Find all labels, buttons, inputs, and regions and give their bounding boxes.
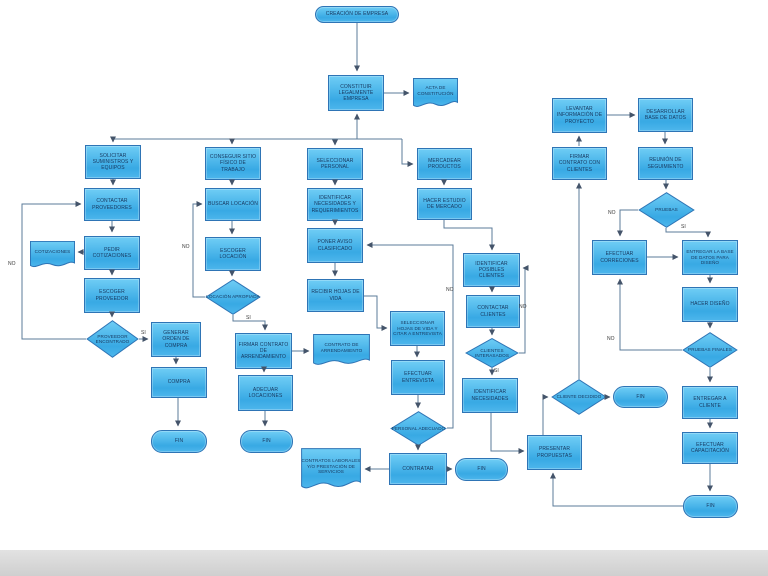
edge-label-no: NO — [8, 261, 16, 267]
node-mercadear-productos: MERCADEAR PRODUCTOS — [417, 148, 472, 180]
edge-label-no: NO — [519, 304, 527, 310]
edge-label-no: NO — [182, 244, 190, 250]
node-poner-aviso-clasificado: PONER AVISO CLASIFICADO — [307, 228, 363, 263]
diamond-shape-icon — [86, 320, 139, 358]
node-firmar-contrato-arrendamiento: FIRMAR CONTRATO DE ARRENDAMIENTO — [235, 333, 292, 369]
node-desarrollar-base-de-datos: DESARROLLAR BASE DE DATOS — [638, 98, 693, 132]
node-solicitar-suministros: SOLICITAR SUMINISTROS Y EQUIPOS — [85, 145, 141, 179]
edge-label-no: NO — [446, 287, 454, 293]
node-generar-orden-de-compra: GENERAR ORDEN DE COMPRA — [151, 322, 201, 357]
node-identificar-necesidades-requerimientos: IDENTIFICAR NECESIDADES Y REQUERIMIENTOS — [307, 188, 363, 221]
node-cliente-decidido: CLIENTE DECIDIDO — [551, 379, 607, 415]
edge-label-si: SI — [494, 368, 499, 374]
diamond-shape-icon — [682, 332, 738, 368]
node-label: COTIZACIONES — [34, 249, 71, 255]
node-clientes-interesados: CLIENTES INTERASADOS — [465, 338, 519, 368]
diamond-shape-icon — [465, 338, 519, 368]
node-fin-cliente: FIN — [613, 386, 668, 408]
node-constituir-legalmente-empresa: CONSTITUIR LEGALMENTE EMPRESA — [328, 75, 384, 111]
document-shape-icon — [301, 448, 361, 490]
node-label: PROVEEDOR ENCONTRADO — [95, 333, 130, 345]
node-contactar-proveedores: CONTACTAR PROVEEDORES — [84, 188, 140, 221]
node-label: ACTA DE CONSTITUCIÓN — [417, 85, 454, 96]
node-contratos-laborales-doc: CONTRATOS LABORALES Y/O PRESTACIÓN DE SE… — [301, 448, 361, 490]
node-fin-contratacion: FIN — [455, 458, 508, 481]
diamond-shape-icon — [205, 279, 261, 315]
node-label: PERSONAL ADECUADO — [391, 425, 446, 431]
node-label: CLIENTE DECIDIDO — [556, 394, 602, 400]
node-proveedor-encontrado: PROVEEDOR ENCONTRADO — [86, 320, 139, 358]
node-hacer-estudio-de-mercado: HACER ESTUDIO DE MERCADO — [417, 188, 472, 220]
node-compra: COMPRA — [151, 367, 207, 398]
node-label: CLIENTES INTERASADOS — [474, 347, 510, 359]
node-entregar-a-cliente: ENTREGAR A CLIENTE — [682, 386, 738, 419]
node-cotizaciones-doc: COTIZACIONES — [30, 241, 75, 268]
node-label: LOCACIÓN APROPIADA — [206, 294, 260, 300]
node-fin-final: FIN — [683, 495, 738, 518]
node-firmar-contrato-clientes: FIRMAR CONTRATO CON CLIENTES — [552, 147, 607, 180]
node-hacer-diseno: HACER DISEÑO — [682, 287, 738, 322]
node-escoger-proveedor: ESCOGER PROVEEDOR — [84, 278, 140, 313]
diamond-shape-icon — [638, 192, 695, 228]
node-buscar-locacion: BUSCAR LOCACIÓN — [205, 188, 261, 221]
node-contactar-clientes: CONTACTAR CLIENTES — [466, 295, 520, 328]
node-identificar-necesidades: IDENTIFICAR NECESIDADES — [462, 378, 518, 413]
node-seleccionar-hojas-de-vida: SELECCIONAR HOJAS DE VIDA Y CITAR A ENTR… — [390, 311, 445, 346]
node-recibir-hojas-de-vida: RECIBIR HOJAS DE VIDA — [307, 279, 364, 312]
edge-label-si: SI — [681, 224, 686, 230]
node-pruebas-finales: PRUEBAS FINALES — [682, 332, 738, 368]
node-levantar-informacion: LEVANTAR INFORMACIÓN DE PROYECTO — [552, 98, 607, 133]
node-entregar-base-datos-diseno: ENTREGAR LA BASE DE DATOS PARA DISEÑO — [682, 240, 738, 275]
node-personal-adecuado: PERSONAL ADECUADO — [390, 411, 447, 446]
node-pedir-cotizaciones: PEDIR COTIZACIONES — [84, 236, 140, 270]
node-label: CONTRATO DE ARRENDAMIENTO — [320, 342, 363, 353]
node-creacion-de-empresa: CREACIÓN DE EMPRESA — [315, 6, 399, 23]
bottom-gray-band — [0, 550, 768, 576]
node-adecuar-locaciones: ADECUAR LOCACIONES — [238, 375, 293, 411]
document-shape-icon — [413, 78, 458, 108]
node-contratar: CONTRATAR — [389, 453, 447, 485]
node-efectuar-correciones: EFECTUAR CORRECIONES — [592, 240, 647, 275]
edge-label-si: SI — [141, 330, 146, 336]
edge-label-no: NO — [608, 210, 616, 216]
node-seleccionar-personal: SELECCIONAR PERSONAL — [307, 148, 363, 180]
node-fin-compras: FIN — [151, 430, 207, 453]
node-locacion-apropiada: LOCACIÓN APROPIADA — [205, 279, 261, 315]
node-reunion-de-seguimiento: REUNIÓN DE SEGUIMIENTO — [638, 147, 693, 180]
node-acta-de-constitucion-doc: ACTA DE CONSTITUCIÓN — [413, 78, 458, 108]
node-pruebas: PRUEBAS — [638, 192, 695, 228]
node-conseguir-sitio-fisico: CONSEGUIR SITIO FÍSICO DE TRABAJO — [205, 147, 261, 180]
node-label: CONTRATOS LABORALES Y/O PRESTACIÓN DE SE… — [301, 458, 361, 475]
node-efectuar-capacitacion: EFECTUAR CAPACITACIÓN — [682, 432, 738, 464]
node-contrato-arrendamiento-doc: CONTRATO DE ARRENDAMIENTO — [313, 334, 370, 366]
edge-label-si: SI — [246, 315, 251, 321]
node-escoger-locacion: ESCOGER LOCACIÓN — [205, 237, 261, 271]
node-label: PRUEBAS — [655, 207, 678, 213]
node-presentar-propuestas: PRESENTAR PROPUESTAS — [527, 435, 582, 470]
edge-label-no: NO — [607, 336, 615, 342]
node-fin-locaciones: FIN — [240, 430, 293, 453]
diamond-shape-icon — [551, 379, 607, 415]
node-identificar-posibles-clientes: IDENTIFICAR POSIBLES CLIENTES — [463, 253, 520, 287]
node-efectuar-entrevista: EFECTUAR ENTREVISTA — [391, 360, 445, 395]
node-label: PRUEBAS FINALES — [688, 347, 732, 353]
